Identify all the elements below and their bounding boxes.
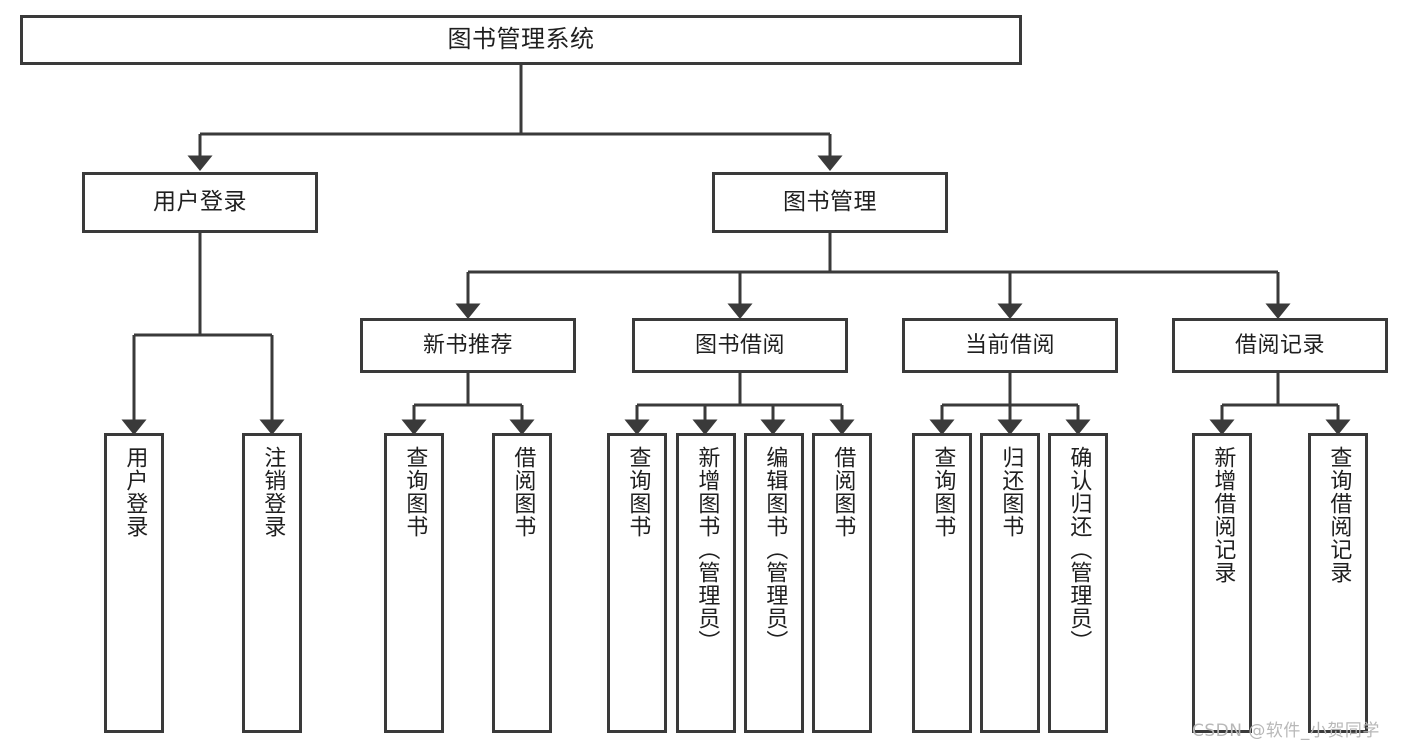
node-leaf-add-book-admin-label: 新增图书（管理员） bbox=[694, 446, 720, 653]
node-leaf-current-query-book-label: 查询图书 bbox=[930, 446, 956, 538]
node-leaf-user-login[interactable]: 用户登录 bbox=[104, 433, 164, 733]
node-leaf-current-query-book[interactable]: 查询图书 bbox=[912, 433, 972, 733]
node-leaf-query-borrow-record-label: 查询借阅记录 bbox=[1326, 446, 1352, 584]
node-leaf-add-borrow-record[interactable]: 新增借阅记录 bbox=[1192, 433, 1252, 733]
node-book-borrow-label: 图书借阅 bbox=[694, 332, 785, 358]
node-leaf-confirm-return-admin[interactable]: 确认归还（管理员） bbox=[1048, 433, 1108, 733]
node-root-book-management-system[interactable]: 图书管理系统 bbox=[20, 15, 1022, 65]
node-leaf-add-book-admin[interactable]: 新增图书（管理员） bbox=[676, 433, 736, 733]
node-borrow-record-label: 借阅记录 bbox=[1234, 332, 1325, 358]
node-user-login-label: 用户登录 bbox=[153, 189, 247, 216]
node-leaf-new-book-borrow[interactable]: 借阅图书 bbox=[492, 433, 552, 733]
node-new-book-recommend[interactable]: 新书推荐 bbox=[360, 318, 576, 373]
node-leaf-new-book-query[interactable]: 查询图书 bbox=[384, 433, 444, 733]
node-leaf-logout[interactable]: 注销登录 bbox=[242, 433, 302, 733]
node-leaf-borrow-query-book-label: 查询图书 bbox=[625, 446, 651, 538]
node-leaf-return-book-label: 归还图书 bbox=[998, 446, 1024, 538]
node-leaf-confirm-return-admin-label: 确认归还（管理员） bbox=[1066, 446, 1092, 653]
node-leaf-edit-book-admin-label: 编辑图书（管理员） bbox=[762, 446, 788, 653]
node-borrow-record[interactable]: 借阅记录 bbox=[1172, 318, 1388, 373]
csdn-watermark: CSDN @软件_小贺同学 bbox=[1192, 721, 1380, 741]
node-book-borrow[interactable]: 图书借阅 bbox=[632, 318, 848, 373]
node-leaf-borrow-book-label: 借阅图书 bbox=[830, 446, 856, 538]
node-leaf-new-book-borrow-label: 借阅图书 bbox=[510, 446, 536, 538]
node-user-login[interactable]: 用户登录 bbox=[82, 172, 318, 233]
node-leaf-return-book[interactable]: 归还图书 bbox=[980, 433, 1040, 733]
node-leaf-borrow-book[interactable]: 借阅图书 bbox=[812, 433, 872, 733]
node-book-management[interactable]: 图书管理 bbox=[712, 172, 948, 233]
node-new-book-recommend-label: 新书推荐 bbox=[422, 332, 513, 358]
node-leaf-borrow-query-book[interactable]: 查询图书 bbox=[607, 433, 667, 733]
node-leaf-logout-label: 注销登录 bbox=[260, 446, 286, 538]
node-leaf-edit-book-admin[interactable]: 编辑图书（管理员） bbox=[744, 433, 804, 733]
node-current-borrow[interactable]: 当前借阅 bbox=[902, 318, 1118, 373]
node-leaf-query-borrow-record[interactable]: 查询借阅记录 bbox=[1308, 433, 1368, 733]
node-leaf-user-login-label: 用户登录 bbox=[122, 446, 148, 538]
node-current-borrow-label: 当前借阅 bbox=[964, 332, 1055, 358]
node-leaf-add-borrow-record-label: 新增借阅记录 bbox=[1210, 446, 1236, 584]
node-leaf-new-book-query-label: 查询图书 bbox=[402, 446, 428, 538]
node-root-label: 图书管理系统 bbox=[447, 25, 595, 54]
node-book-management-label: 图书管理 bbox=[783, 189, 877, 216]
